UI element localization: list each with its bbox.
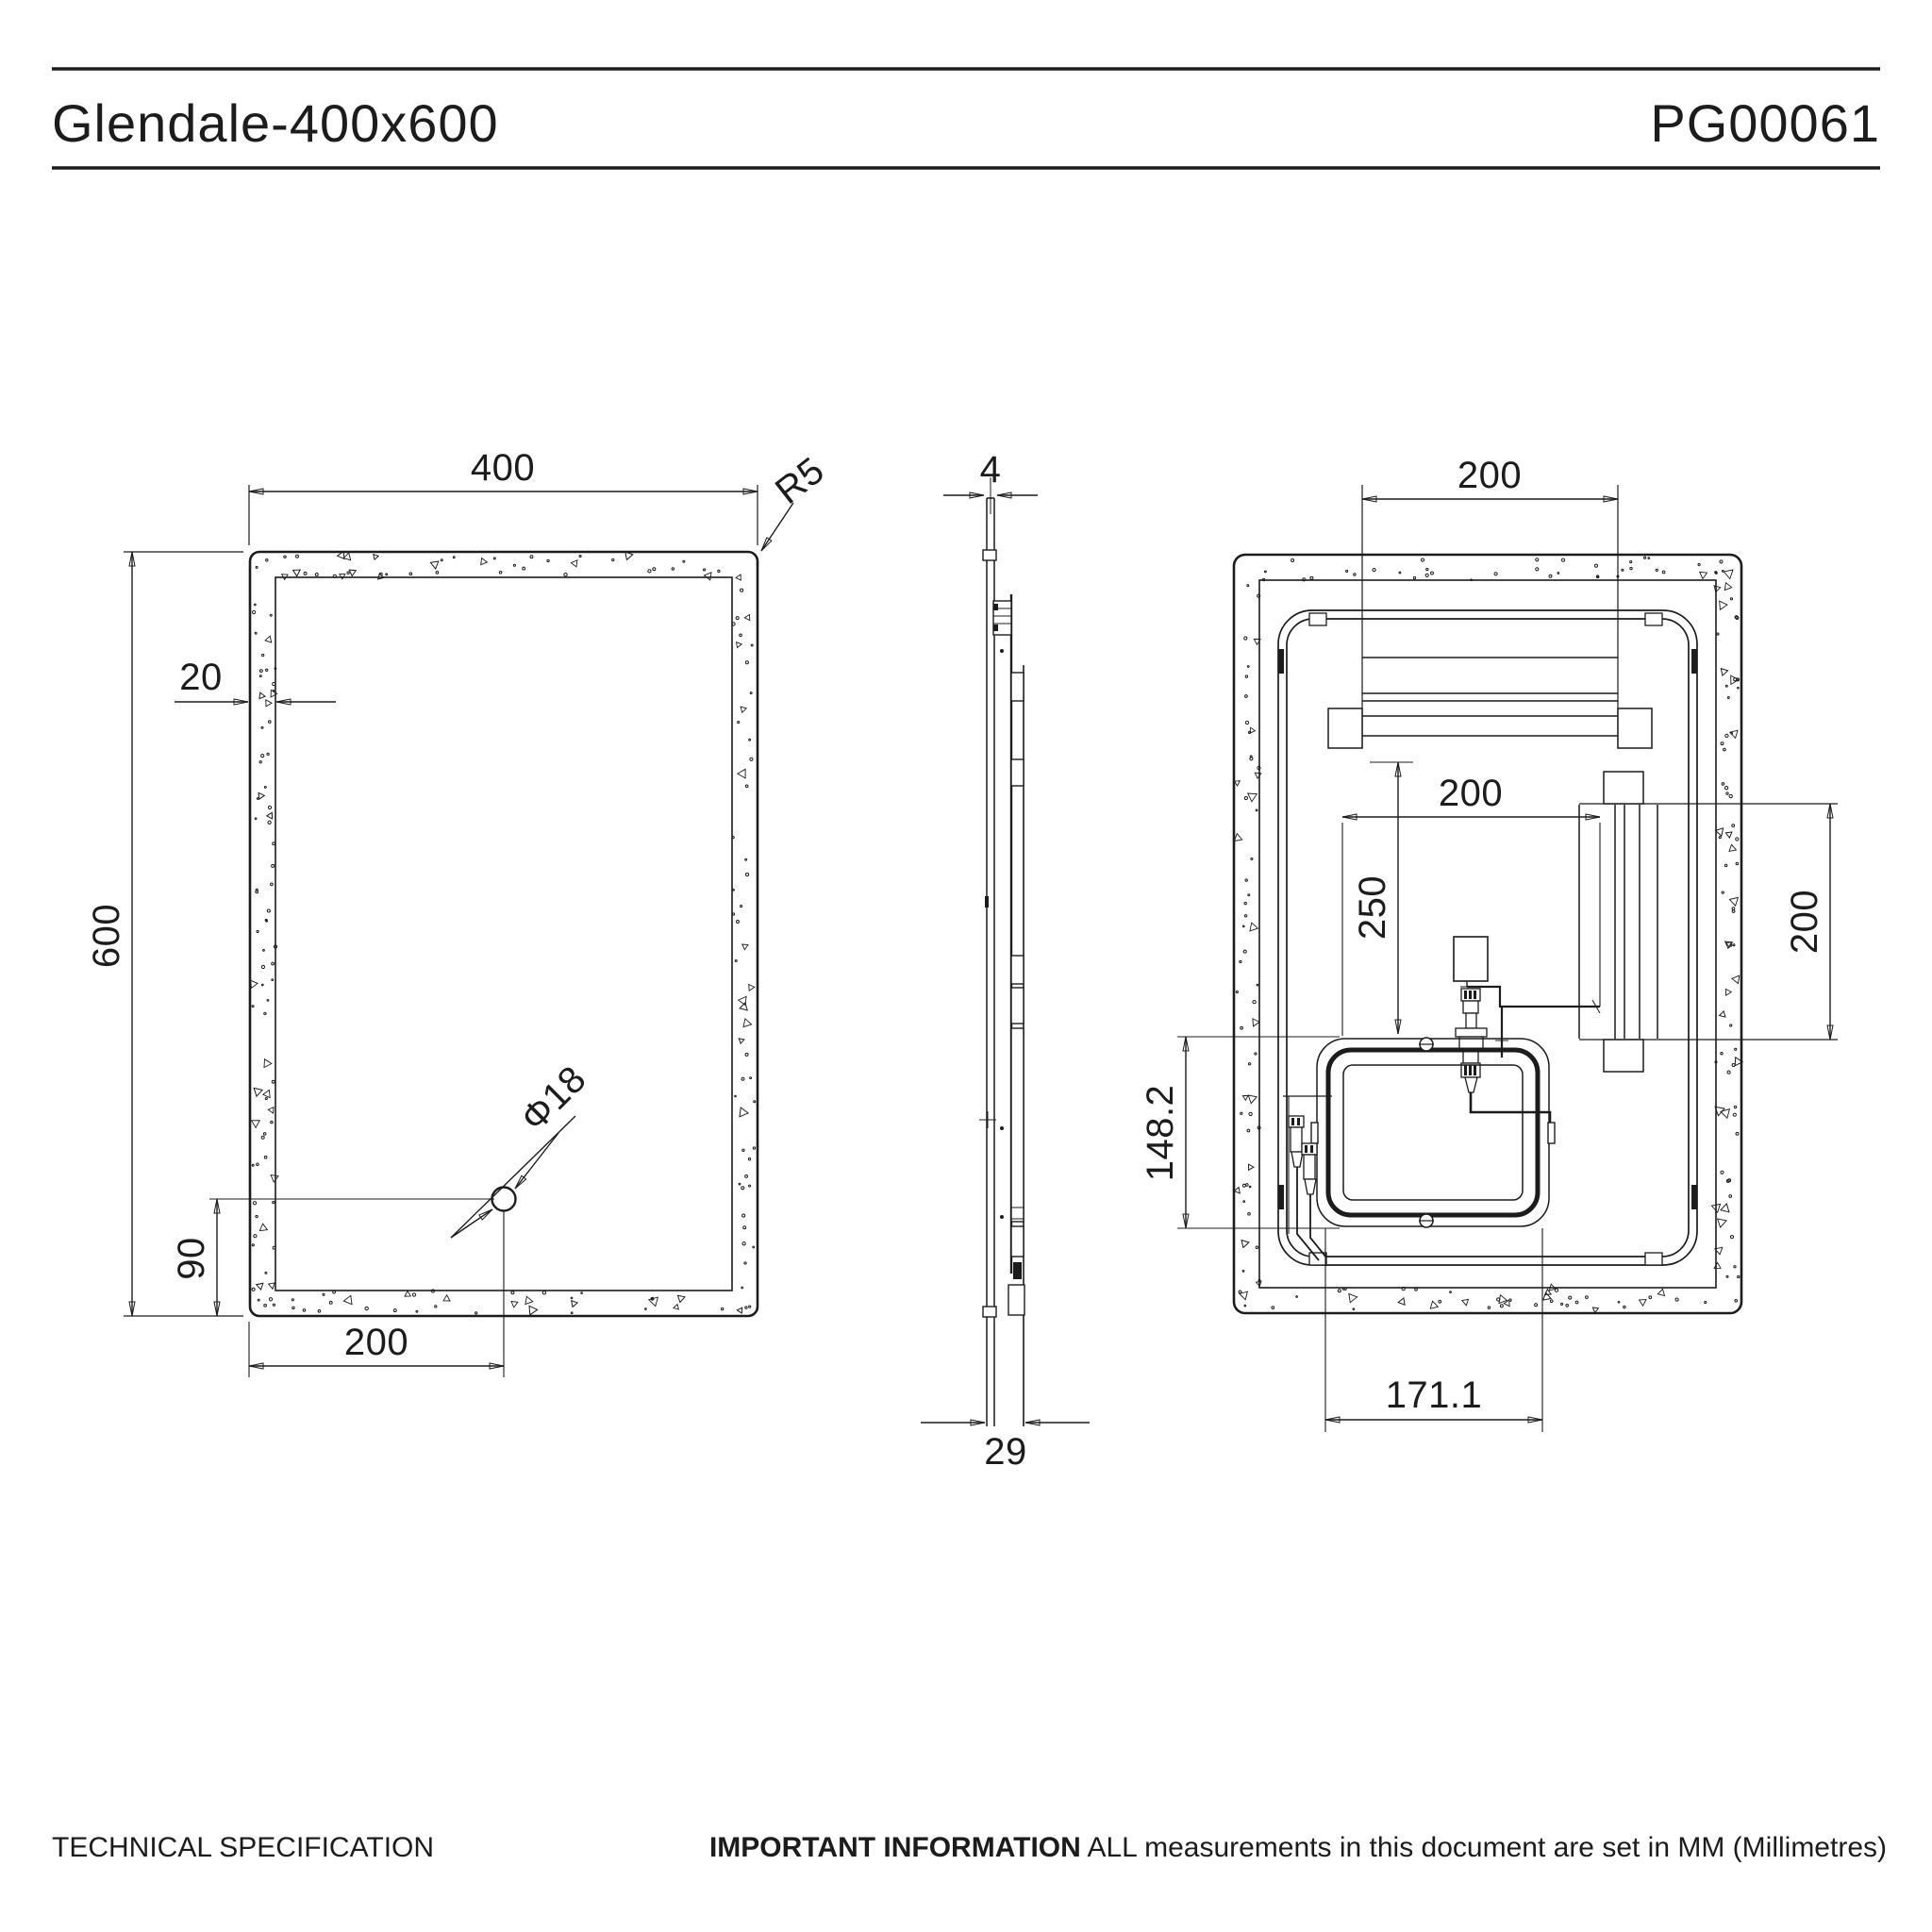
wiring xyxy=(1460,985,1601,1130)
dim-driver-width-label: 171.1 xyxy=(1386,1374,1483,1416)
mirror-inner-edge xyxy=(275,576,733,1291)
dim-depth-label: 29 xyxy=(984,1431,1027,1473)
top-bracket-hardware xyxy=(992,600,1012,653)
footer: TECHNICAL SPECIFICATION IMPORTANT INFORM… xyxy=(52,1832,1887,1863)
dim-width-label: 400 xyxy=(471,447,535,489)
footer-important-label: IMPORTANT INFORMATION xyxy=(709,1832,1081,1863)
dim-led-top: 200 xyxy=(1361,455,1619,503)
dim-led-right: 200 xyxy=(1784,803,1834,1041)
dim-frame-label: 20 xyxy=(179,657,223,698)
hole-diameter-label: Φ18 xyxy=(513,1058,594,1140)
dim-hole-from-left: 200 xyxy=(248,1211,505,1377)
dim-inner-height: 250 xyxy=(1352,761,1413,1035)
corner-radius-label: R5 xyxy=(768,449,832,512)
dim-height: 600 xyxy=(86,551,243,1317)
footer-important-text: ALL measurements in this document are se… xyxy=(1081,1832,1887,1863)
led-bar-right xyxy=(1578,771,1838,1073)
frosted-band-stipple-back xyxy=(1233,556,1744,1314)
led-bar-top xyxy=(1327,485,1653,749)
dim-glass-label: 4 xyxy=(980,449,1002,491)
mirror-outer-edge xyxy=(248,550,759,1318)
dim-hole-bottom-label: 90 xyxy=(171,1237,212,1280)
top-clip xyxy=(982,549,997,561)
dim-frame-band: 20 xyxy=(175,657,336,706)
header: Glendale-400x600 PG00061 xyxy=(52,67,1880,170)
backing-frame xyxy=(1008,594,1025,1426)
dim-hole-from-bottom: 90 xyxy=(171,1198,494,1317)
back-panel xyxy=(1277,609,1698,1266)
sensor-hole: Φ18 xyxy=(450,1058,594,1239)
footer-left: TECHNICAL SPECIFICATION xyxy=(52,1832,434,1863)
screw-left xyxy=(1310,1122,1319,1144)
dim-depth: 29 xyxy=(921,1419,1090,1473)
dim-driver-width: 171.1 xyxy=(1324,1228,1543,1432)
dim-glass-thickness: 4 xyxy=(943,449,1038,499)
front-view: 400 600 20 R5 Φ18 90 xyxy=(86,447,832,1377)
dim-driver-height-label: 148.2 xyxy=(1140,1085,1181,1182)
dim-driver-height: 148.2 xyxy=(1140,1036,1340,1229)
back-outer-edge xyxy=(1232,553,1743,1315)
dim-led-top-label: 200 xyxy=(1457,455,1522,496)
product-code: PG00061 xyxy=(1650,93,1880,153)
junction-box-assembly xyxy=(1453,936,1489,1093)
back-inner-edge xyxy=(1258,579,1717,1289)
page-title: Glendale-400x600 xyxy=(52,93,499,153)
side-view-details xyxy=(979,896,1004,1219)
dim-inner-width-label: 200 xyxy=(1439,773,1503,814)
side-view: 4 xyxy=(921,449,1090,1473)
dim-inner-width: 200 xyxy=(1341,773,1601,1036)
dim-height-label: 600 xyxy=(86,904,127,968)
corner-radius-callout: R5 xyxy=(760,449,832,552)
dim-width: 400 xyxy=(248,447,758,545)
dim-hole-left-label: 200 xyxy=(344,1322,408,1363)
left-connectors xyxy=(1283,1095,1332,1261)
driver-box xyxy=(1310,1037,1556,1228)
dim-inner-height-label: 250 xyxy=(1352,875,1393,940)
frosted-band-stipple xyxy=(249,550,757,1316)
junction-box xyxy=(1453,936,1489,982)
back-view: 200 200 200 250 xyxy=(1140,455,1838,1432)
footer-right: IMPORTANT INFORMATION ALL measurements i… xyxy=(709,1832,1887,1863)
bottom-clip xyxy=(982,1306,997,1318)
dim-led-right-label: 200 xyxy=(1784,890,1825,954)
hole-circle xyxy=(491,1186,517,1212)
screw-right xyxy=(1547,1122,1556,1144)
